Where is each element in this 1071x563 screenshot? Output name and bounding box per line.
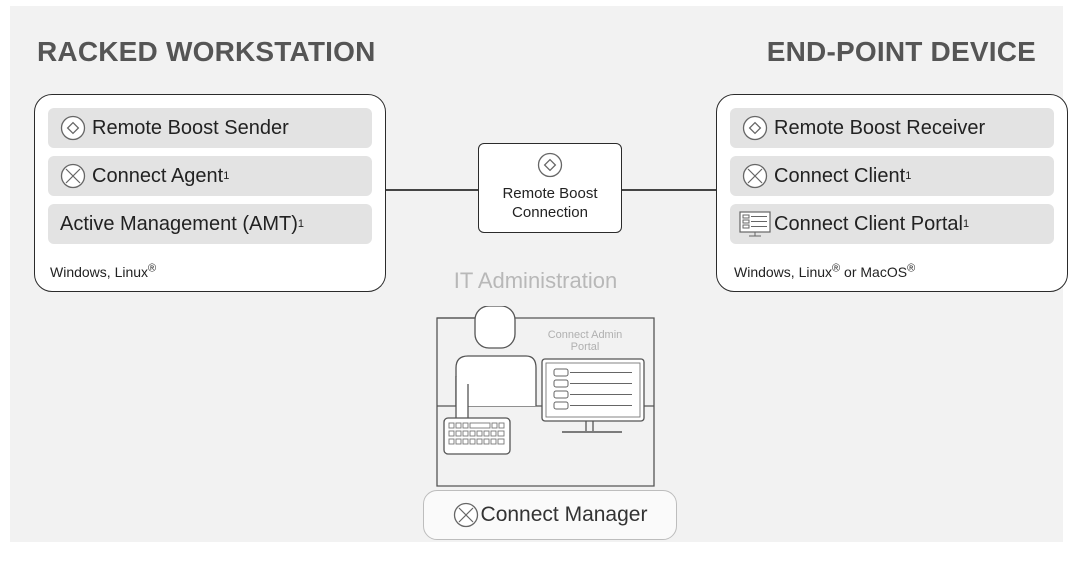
row-label: Connect Client Portal [774, 212, 963, 235]
connect-icon [60, 163, 86, 189]
connect-icon [742, 163, 768, 189]
connection-line-2: Connection [512, 204, 588, 221]
right-os-note: Windows, Linux® or MacOS® [734, 262, 916, 280]
it-admin-illustration [436, 306, 655, 487]
left-connector-line [384, 189, 479, 191]
portal-icon [738, 209, 772, 239]
it-administration-title: IT Administration [453, 268, 618, 293]
left-heading: RACKED WORKSTATION [37, 36, 376, 67]
admin-portal-label: Connect Admin Portal [547, 329, 623, 353]
row-label: Remote Boost Receiver [774, 116, 986, 139]
row-label: Remote Boost Sender [92, 116, 289, 139]
left-row-active-management: Active Management (AMT)1 [48, 204, 372, 244]
right-connector-line [620, 189, 716, 191]
left-os-note: Windows, Linux® [50, 262, 157, 280]
remote-boost-connection-box: Remote Boost Connection [478, 143, 622, 233]
connect-icon [453, 502, 479, 528]
remote-boost-icon [60, 115, 86, 141]
row-label: Connect Client [774, 164, 906, 187]
right-row-remote-boost-receiver: Remote Boost Receiver [730, 108, 1054, 148]
remote-boost-icon [479, 152, 621, 182]
row-label: Active Management (AMT) [60, 212, 298, 235]
row-label: Connect Agent [92, 164, 224, 187]
connect-manager-label: Connect Manager [480, 503, 648, 526]
connect-manager-pill: Connect Manager [423, 490, 677, 540]
right-heading: END-POINT DEVICE [766, 36, 1036, 67]
connection-line-1: Remote Boost [502, 185, 598, 202]
remote-boost-icon [742, 115, 768, 141]
left-row-remote-boost-sender: Remote Boost Sender [48, 108, 372, 148]
